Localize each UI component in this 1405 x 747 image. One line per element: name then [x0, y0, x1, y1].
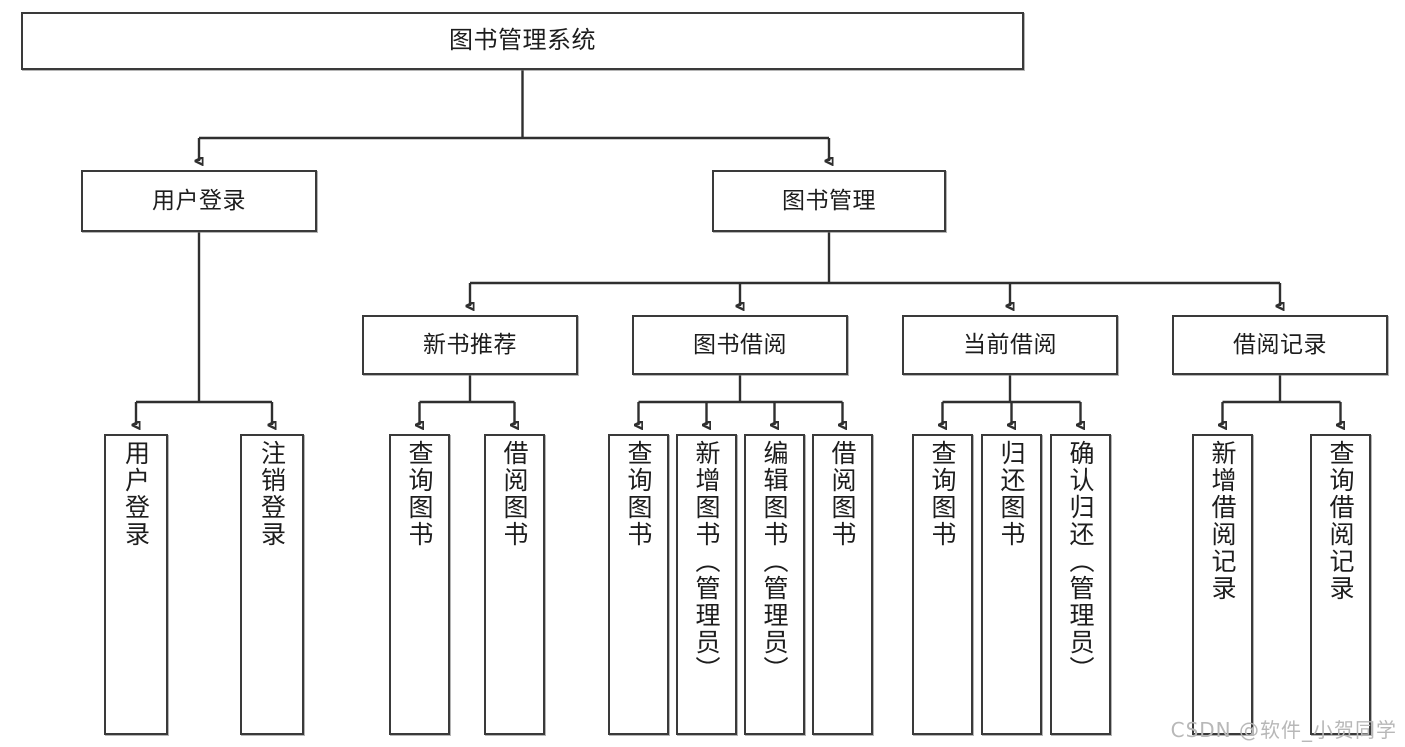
node-label: 用户登录: [152, 187, 246, 214]
node-book-borrow[interactable]: 图书借阅: [632, 315, 848, 375]
node-label: 新增图书（管理员）: [692, 440, 721, 683]
node-leaf-query-book-2[interactable]: 查询图书: [608, 434, 669, 735]
node-label: 图书管理: [782, 187, 876, 214]
node-leaf-query-book-1[interactable]: 查询图书: [389, 434, 450, 735]
node-leaf-query-borrow-record[interactable]: 查询借阅记录: [1310, 434, 1371, 735]
node-leaf-edit-book-admin[interactable]: 编辑图书（管理员）: [744, 434, 805, 735]
node-label: 查询图书: [405, 440, 434, 548]
node-label: 编辑图书（管理员）: [760, 440, 789, 683]
node-label: 图书管理系统: [449, 26, 596, 55]
node-label: 借阅图书: [828, 440, 857, 548]
node-leaf-logout-login[interactable]: 注销登录: [240, 434, 304, 735]
node-label: 图书借阅: [693, 331, 787, 358]
node-book-manage[interactable]: 图书管理: [712, 170, 946, 232]
node-user-login[interactable]: 用户登录: [81, 170, 317, 232]
node-leaf-borrow-book-1[interactable]: 借阅图书: [484, 434, 545, 735]
node-borrow-record[interactable]: 借阅记录: [1172, 315, 1388, 375]
node-label: 用户登录: [121, 440, 151, 548]
node-leaf-confirm-return-admin[interactable]: 确认归还（管理员）: [1050, 434, 1111, 735]
node-leaf-query-book-3[interactable]: 查询图书: [912, 434, 973, 735]
node-label: 查询图书: [624, 440, 653, 548]
watermark-text: CSDN @软件_小贺同学: [1170, 718, 1397, 742]
node-label: 借阅图书: [500, 440, 529, 548]
node-current-borrow[interactable]: 当前借阅: [902, 315, 1118, 375]
node-leaf-user-login[interactable]: 用户登录: [104, 434, 168, 735]
node-leaf-borrow-book-2[interactable]: 借阅图书: [812, 434, 873, 735]
node-label: 查询借阅记录: [1326, 440, 1355, 602]
node-label: 归还图书: [997, 440, 1026, 548]
node-label: 当前借阅: [963, 331, 1057, 358]
node-label: 借阅记录: [1233, 331, 1327, 358]
node-label: 注销登录: [257, 440, 287, 548]
node-root[interactable]: 图书管理系统: [21, 12, 1024, 70]
node-leaf-return-book[interactable]: 归还图书: [981, 434, 1042, 735]
node-label: 新增借阅记录: [1208, 440, 1237, 602]
node-new-book-recommend[interactable]: 新书推荐: [362, 315, 578, 375]
node-label: 新书推荐: [423, 331, 517, 358]
node-label: 确认归还（管理员）: [1066, 440, 1095, 683]
node-leaf-add-book-admin[interactable]: 新增图书（管理员）: [676, 434, 737, 735]
node-label: 查询图书: [928, 440, 957, 548]
node-leaf-add-borrow-record[interactable]: 新增借阅记录: [1192, 434, 1253, 735]
